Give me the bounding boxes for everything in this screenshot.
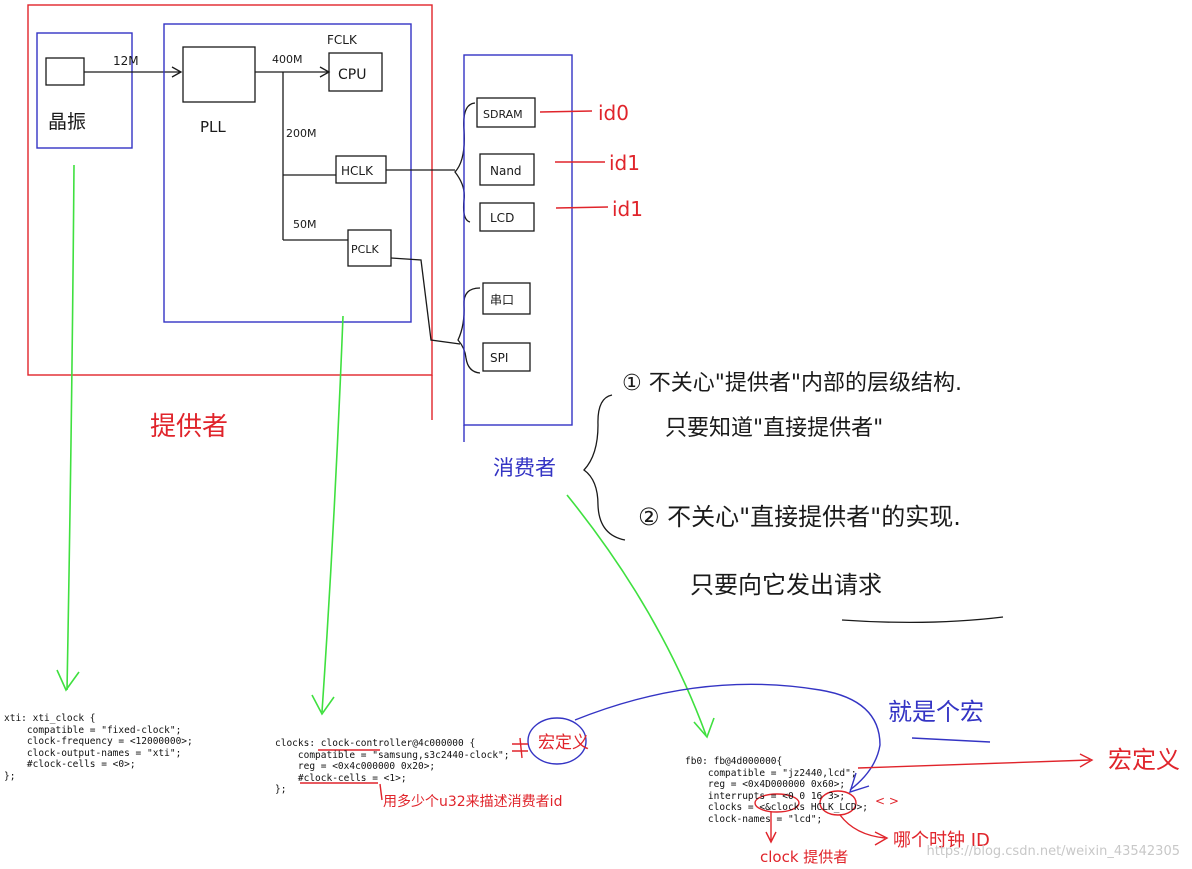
- consumer-label-spi: SPI: [490, 351, 508, 365]
- fb0-node: fb0: fb@4d000000{ compatible = "jz2440,l…: [685, 756, 868, 825]
- consumer-label-nand: Nand: [490, 164, 522, 178]
- code-line: compatible = "samsung,s3c2440-clock";: [275, 749, 510, 761]
- macro-note-underline: [911, 737, 991, 743]
- pclk-consumer-brace: [457, 287, 481, 374]
- consumer-box-nand: [479, 153, 535, 186]
- cells-note: 用多少个u32来描述消费者id: [383, 793, 562, 810]
- freq-200m-label: 200M: [286, 127, 317, 140]
- pclk-label: PCLK: [351, 243, 379, 256]
- freq-50m-label: 50M: [293, 218, 317, 231]
- id-label-nand: id1: [609, 151, 640, 175]
- id-label-lcd: id1: [612, 197, 643, 221]
- id-label-sdram: id0: [598, 101, 629, 125]
- id-line-sdram: [539, 110, 593, 113]
- consumer-box-sdram: [476, 97, 536, 128]
- code-line: interrupts = <0 0 16 3>;: [685, 790, 846, 802]
- note-underline: [841, 616, 1004, 624]
- code-line: clocks = <&clocks HCLK_LCD>;: [685, 802, 869, 813]
- hclk-consumer-brace: [454, 102, 476, 223]
- compatible-note: 宏定义: [1108, 746, 1180, 774]
- code-line: fb0: fb@4d000000{: [685, 756, 783, 767]
- clocks-controller-node: clocks: clock-controller@4c000000 { comp…: [275, 738, 510, 796]
- code-line: };: [4, 770, 16, 782]
- code-line: compatible = "fixed-clock";: [4, 724, 182, 736]
- pclk-to-consumers-line: [390, 257, 461, 345]
- green-arrowhead-clocks: [311, 694, 335, 716]
- pclk-box: [347, 229, 392, 267]
- macro-link-arrowhead: [848, 772, 870, 794]
- fclk-label: FCLK: [327, 33, 358, 47]
- macro-circle: [527, 717, 587, 765]
- hclk-label: HCLK: [341, 164, 374, 178]
- green-arrow-fb0: [566, 494, 707, 736]
- consumer-label-uart: 串口: [490, 293, 514, 307]
- open-close-mark: < >: [875, 794, 899, 808]
- watermark: https://blog.csdn.net/weixin_43542305: [926, 844, 1180, 859]
- provider-label: 提供者: [150, 412, 228, 442]
- code-line: #clock-cells = <1>;: [275, 772, 407, 784]
- code-line: clock-output-names = "xti";: [4, 747, 182, 759]
- osc-to-pll-arrowhead: [171, 66, 183, 78]
- oscillator-label: 晶振: [48, 111, 86, 133]
- pll-frame: [163, 23, 412, 323]
- which-clock-arrowhead: [874, 831, 889, 846]
- id-line-lcd: [555, 206, 609, 209]
- provider-frame: [27, 4, 433, 376]
- code-line: };: [275, 784, 287, 795]
- notes-brace: [583, 394, 626, 541]
- consumer-box-uart: [482, 282, 531, 315]
- code-line: xti: xti_clock {: [4, 713, 96, 724]
- green-arrow-clocks: [321, 315, 344, 713]
- cells-note-arrow: [379, 783, 383, 801]
- code-line: compatible = "jz2440,lcd";: [685, 767, 857, 779]
- consumer-label-lcd: LCD: [490, 211, 514, 225]
- fb0-clocks-circle: [754, 793, 800, 813]
- note-line-4: 只要向它发出请求: [690, 571, 882, 599]
- cpu-label: CPU: [338, 67, 366, 83]
- consumer-box-lcd: [479, 202, 535, 232]
- code-line: #clock-cells = <0>;: [4, 759, 136, 770]
- macro-label: 宏定义: [538, 733, 589, 753]
- clock-provider-arrowhead: [765, 831, 777, 844]
- compatible-arrowhead: [1079, 753, 1094, 768]
- consumer-box-spi: [482, 342, 531, 372]
- macro-equals: [512, 737, 528, 759]
- oscillator-box: [45, 57, 85, 86]
- consumers-frame: [463, 54, 573, 426]
- which-clock-note: 哪个时钟 ID: [893, 830, 990, 851]
- cpu-box: [328, 52, 383, 92]
- macro-note: 就是个宏: [888, 698, 984, 726]
- code-line: reg = <0x4c000000 0x20>;: [275, 761, 436, 772]
- pll-label: PLL: [200, 118, 226, 136]
- xti-clock-node: xti: xti_clock { compatible = "fixed-clo…: [4, 713, 193, 782]
- note-line-2: 只要知道"直接提供者": [665, 416, 883, 441]
- code-line: clocks: clock-controller@4c000000 {: [275, 738, 476, 749]
- which-clock-arrow: [839, 814, 886, 839]
- freq-12m-label: 12M: [113, 54, 139, 68]
- freq-400m-label: 400M: [272, 53, 303, 66]
- macro-link-curve: [574, 683, 881, 791]
- code-line: clock-frequency = <12000000>;: [4, 736, 193, 747]
- note-line-1: ① 不关心"提供者"内部的层级结构.: [622, 371, 962, 396]
- note-line-3: ② 不关心"直接提供者"的实现.: [638, 503, 961, 531]
- consumer-label: 消费者: [493, 456, 556, 480]
- clock-provider-note: clock 提供者: [760, 848, 848, 866]
- code-line: reg = <0x4D000000 0x60>;: [685, 779, 846, 790]
- oscillator-frame: [36, 32, 133, 149]
- consumer-label-sdram: SDRAM: [483, 108, 523, 121]
- compatible-arrow: [857, 759, 1091, 769]
- green-arrow-xti: [66, 164, 75, 691]
- pll-box: [182, 46, 256, 103]
- fb0-hclk-circle: [819, 790, 857, 816]
- green-arrowhead-fb0: [693, 717, 715, 739]
- code-line: clock-names = "lcd";: [685, 813, 823, 825]
- green-arrowhead-xti: [56, 669, 80, 692]
